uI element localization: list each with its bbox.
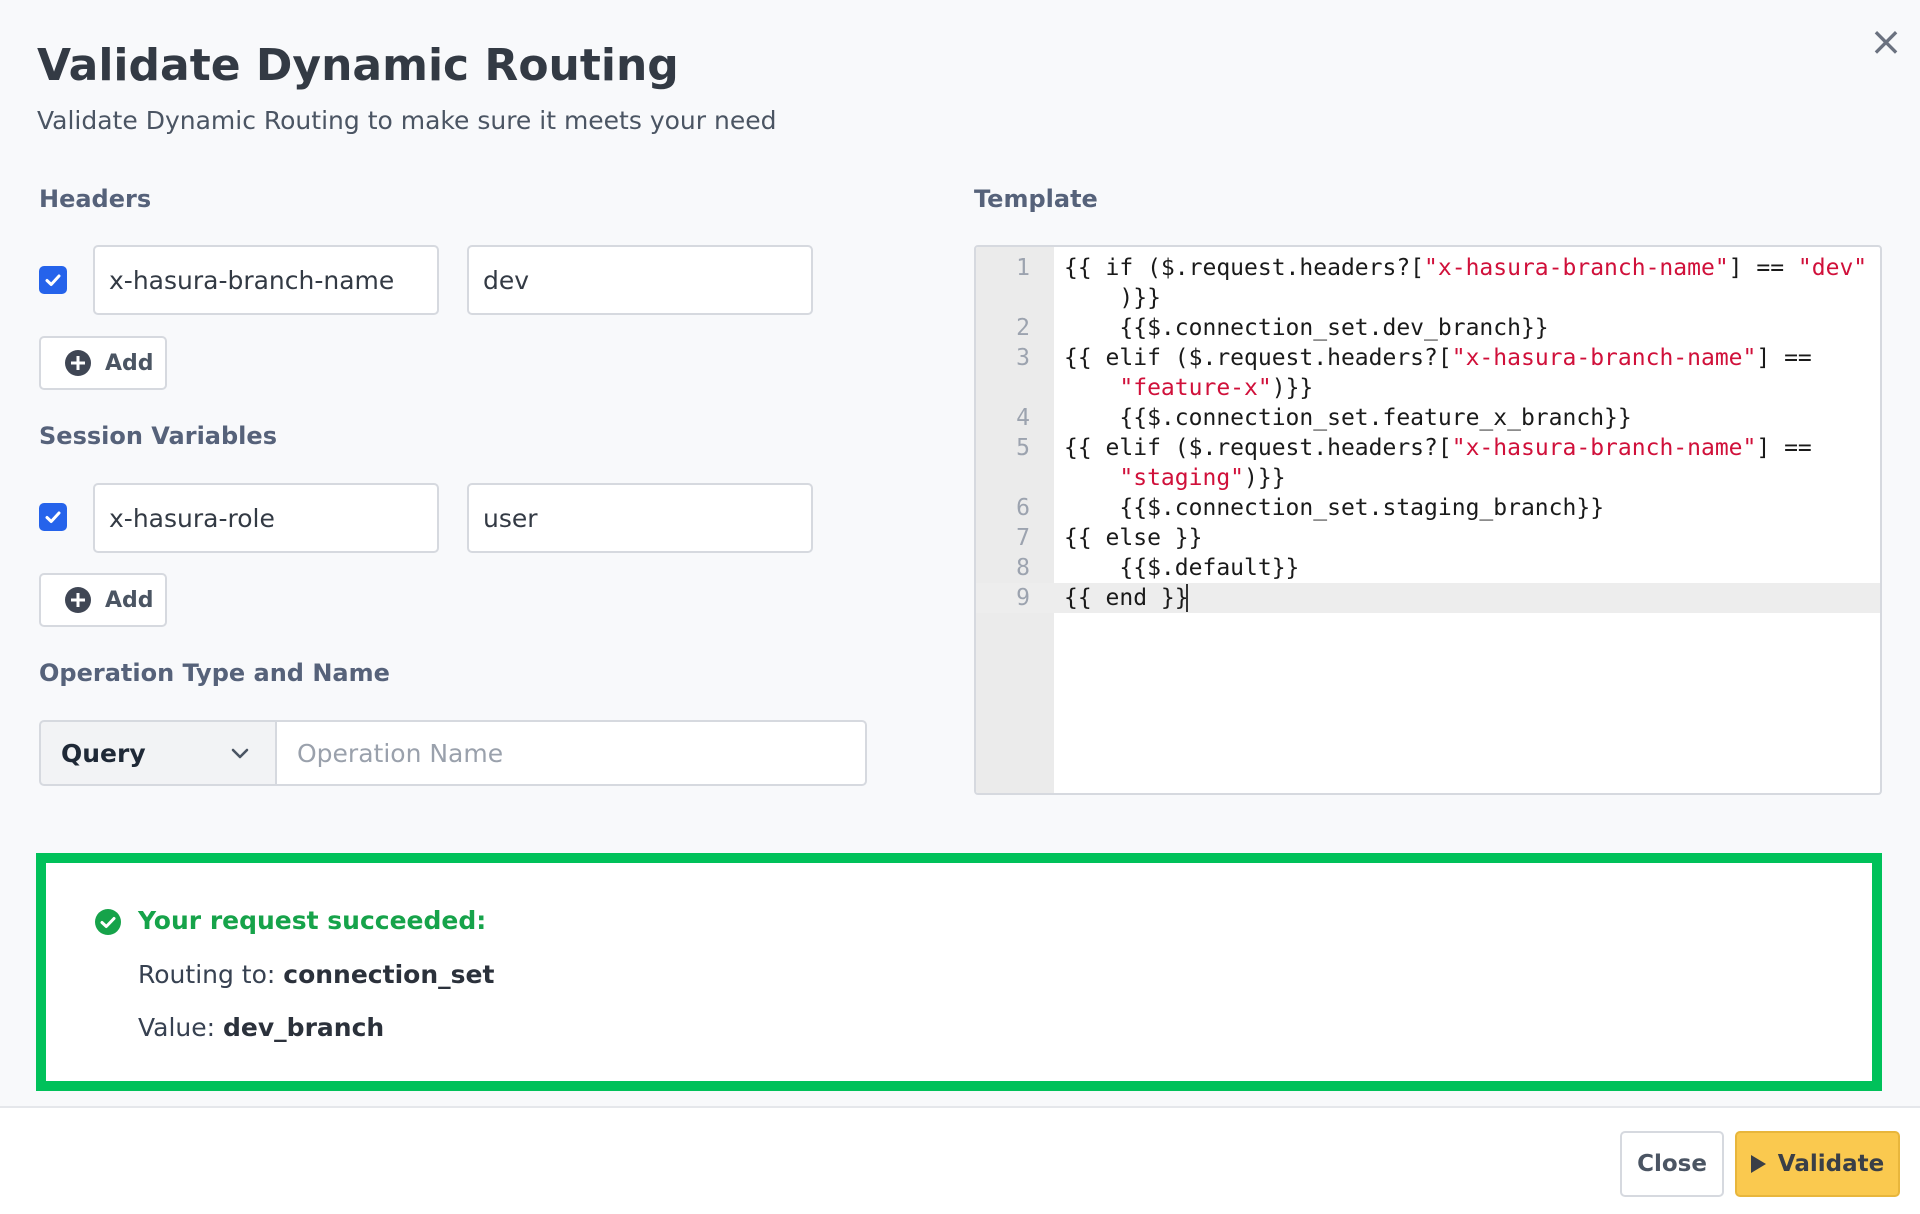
line-number: 1 (1016, 255, 1030, 281)
headers-label: Headers (39, 185, 152, 213)
line-number: 6 (1016, 495, 1030, 521)
code-string: "x-hasura-branch-name" (1424, 255, 1729, 281)
code-token: {{$.default}} (1064, 555, 1300, 581)
code-text: {{$.connection_set.staging_branch}} (1064, 493, 1604, 523)
header-row-checkbox[interactable] (39, 266, 67, 294)
check-icon (45, 511, 61, 523)
code-text: {{ elif ($.request.headers?["x-hasura-br… (1064, 343, 1812, 373)
value-value: dev_branch (223, 1013, 385, 1042)
plus-circle-icon (65, 587, 91, 613)
code-token (1064, 465, 1119, 491)
line-number: 4 (1016, 405, 1030, 431)
code-text: {{ else }} (1064, 523, 1202, 553)
success-message: Your request succeeded: (138, 906, 487, 935)
add-header-button[interactable]: Add (39, 336, 167, 390)
modal-title: Validate Dynamic Routing (37, 40, 679, 91)
result-panel: Your request succeeded: Routing to: conn… (36, 853, 1882, 1091)
operation-label: Operation Type and Name (39, 659, 390, 687)
routing-result: Routing to: connection_set (138, 959, 494, 991)
routing-label: Routing to: (138, 960, 284, 989)
code-text: {{ if ($.request.headers?["x-hasura-bran… (1064, 253, 1867, 283)
code-token: ] == (1728, 255, 1798, 281)
chevron-down-icon (231, 748, 249, 759)
code-text: "staging")}} (1064, 463, 1286, 493)
code-token: )}} (1064, 285, 1161, 311)
session-variable-key-input[interactable]: x-hasura-role (93, 483, 439, 553)
code-string: "feature-x" (1119, 375, 1272, 401)
check-icon (45, 274, 61, 286)
session-variables-label: Session Variables (39, 422, 277, 450)
header-key-input[interactable]: x-hasura-branch-name (93, 245, 439, 315)
session-variable-row-checkbox[interactable] (39, 503, 67, 531)
modal-subtitle: Validate Dynamic Routing to make sure it… (37, 106, 777, 135)
code-token: )}} (1271, 375, 1314, 401)
text-cursor (1186, 584, 1188, 612)
editor-gutter (976, 247, 1054, 793)
header-value-input[interactable]: dev (467, 245, 813, 315)
code-text: )}} (1064, 283, 1161, 313)
line-number: 2 (1016, 315, 1030, 341)
line-number: 8 (1016, 555, 1030, 581)
code-string: "dev" (1797, 255, 1868, 281)
code-token (1064, 375, 1119, 401)
code-line: 9 {{ end }} (976, 583, 1880, 613)
line-number: 7 (1016, 525, 1030, 551)
session-variable-value-input[interactable]: user (467, 483, 813, 553)
add-session-variable-button[interactable]: Add (39, 573, 167, 627)
template-label: Template (974, 185, 1098, 213)
code-text: {{ end }} (1064, 583, 1189, 613)
play-icon (1750, 1155, 1766, 1173)
code-text: "feature-x")}} (1064, 373, 1313, 403)
code-line: )}} (976, 283, 1880, 313)
validate-button[interactable]: Validate (1735, 1131, 1900, 1197)
check-circle-icon (95, 909, 121, 935)
code-string: "x-hasura-branch-name" (1451, 345, 1757, 371)
code-line: 1 {{ if ($.request.headers?["x-hasura-bra… (976, 253, 1880, 283)
code-token: {{ elif ($.request.headers?[ (1064, 435, 1452, 461)
code-token: {{ else }} (1064, 525, 1203, 551)
code-string: "x-hasura-branch-name" (1451, 435, 1757, 461)
operation-type-select[interactable]: Query (39, 720, 277, 786)
code-token: {{$.connection_set.staging_branch}} (1064, 495, 1605, 521)
code-token: {{ elif ($.request.headers?[ (1064, 345, 1452, 371)
operation-type-value: Query (61, 738, 146, 768)
code-token: {{ end }} (1064, 585, 1189, 611)
code-token: {{$.connection_set.dev_branch}} (1064, 315, 1549, 341)
code-line: 5 {{ elif ($.request.headers?["x-hasura-b… (976, 433, 1880, 463)
code-string: "staging" (1119, 465, 1245, 491)
plus-circle-icon (65, 350, 91, 376)
routing-value: connection_set (283, 960, 495, 989)
code-line: 2 {{$.connection_set.dev_branch}} (976, 313, 1880, 343)
code-token: )}} (1244, 465, 1286, 491)
close-icon[interactable]: × (1869, 19, 1903, 65)
line-number: 3 (1016, 345, 1030, 371)
operation-name-input[interactable]: Operation Name (277, 720, 867, 786)
code-line: 4 {{$.connection_set.feature_x_branch}} (976, 403, 1880, 433)
line-number: 5 (1016, 435, 1030, 461)
active-line-highlight (976, 583, 1880, 613)
modal-footer (0, 1106, 1920, 1214)
code-line: 7 {{ else }} (976, 523, 1880, 553)
add-session-variable-label: Add (105, 587, 154, 613)
close-button[interactable]: Close (1620, 1131, 1724, 1197)
template-code-editor[interactable]: 1{{ if ($.request.headers?["x-hasura-bra… (974, 245, 1882, 795)
validate-label: Validate (1777, 1151, 1885, 1177)
code-token: {{$.connection_set.feature_x_branch}} (1064, 405, 1632, 431)
code-line: 8 {{$.default}} (976, 553, 1880, 583)
line-number: 9 (1016, 585, 1030, 611)
code-line: "feature-x")}} (976, 373, 1880, 403)
code-line: "staging")}} (976, 463, 1880, 493)
code-text: {{$.connection_set.dev_branch}} (1064, 313, 1549, 343)
code-text: {{$.default}} (1064, 553, 1299, 583)
code-token: {{ if ($.request.headers?[ (1064, 255, 1425, 281)
code-token: ] == (1756, 435, 1812, 461)
code-text: {{$.connection_set.feature_x_branch}} (1064, 403, 1632, 433)
code-line: 3 {{ elif ($.request.headers?["x-hasura-b… (976, 343, 1880, 373)
value-label: Value: (138, 1013, 224, 1042)
code-line: 6 {{$.connection_set.staging_branch}} (976, 493, 1880, 523)
value-result: Value: dev_branch (138, 1012, 384, 1044)
add-header-label: Add (105, 350, 154, 376)
code-token: ] == (1756, 345, 1812, 371)
code-text: {{ elif ($.request.headers?["x-hasura-br… (1064, 433, 1812, 463)
